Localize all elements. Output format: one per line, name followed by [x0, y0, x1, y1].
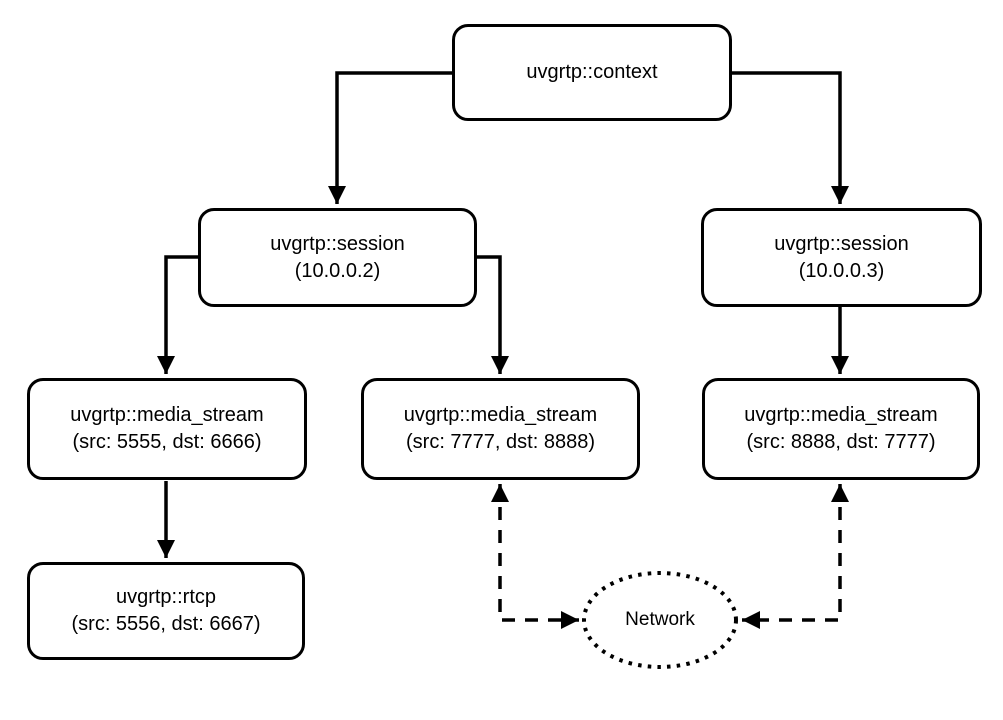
- node-session-right: uvgrtp::session (10.0.0.3): [701, 208, 982, 307]
- node-session-right-title: uvgrtp::session: [774, 232, 909, 255]
- node-rtcp-title: uvgrtp::rtcp: [115, 586, 217, 608]
- node-context-title: uvgrtp::context: [526, 61, 658, 83]
- edge-context-to-session-right: [732, 71, 850, 204]
- edge-session-left-to-media-middle: [477, 255, 510, 374]
- node-session-left: uvgrtp::session (10.0.0.2): [198, 208, 477, 307]
- node-rtcp-subtitle: (src: 5556, dst: 6667): [71, 613, 261, 635]
- edge-context-to-session-left: [327, 71, 452, 204]
- node-media-stream-middle: uvgrtp::media_stream (src: 7777, dst: 88…: [361, 378, 640, 480]
- node-media-stream-right-subtitle: (src: 8888, dst: 7777): [746, 431, 936, 453]
- node-network-label: Network: [625, 609, 695, 630]
- edge-session-left-to-media-left: [156, 255, 198, 374]
- node-media-stream-middle-title: uvgrtp::media_stream: [403, 404, 598, 426]
- node-media-stream-right-title: uvgrtp::media_stream: [744, 404, 938, 426]
- node-media-stream-middle-subtitle: (src: 7777, dst: 8888): [406, 431, 595, 453]
- node-session-left-title: uvgrtp::session: [270, 232, 405, 255]
- node-media-stream-left: uvgrtp::media_stream (src: 5555, dst: 66…: [27, 378, 307, 480]
- edge-media-right-to-network: [742, 484, 850, 630]
- node-rtcp: uvgrtp::rtcp (src: 5556, dst: 6667): [27, 562, 305, 660]
- node-media-stream-left-subtitle: (src: 5555, dst: 6666): [72, 431, 262, 453]
- node-media-stream-right: uvgrtp::media_stream (src: 8888, dst: 77…: [702, 378, 980, 480]
- edge-media-middle-to-network: [490, 484, 579, 630]
- node-media-stream-left-title: uvgrtp::media_stream: [70, 404, 264, 426]
- node-session-left-subtitle: (10.0.0.2): [294, 259, 381, 282]
- node-session-right-subtitle: (10.0.0.3): [798, 259, 885, 282]
- node-context: uvgrtp::context: [452, 24, 732, 121]
- network-ellipse: [582, 571, 738, 669]
